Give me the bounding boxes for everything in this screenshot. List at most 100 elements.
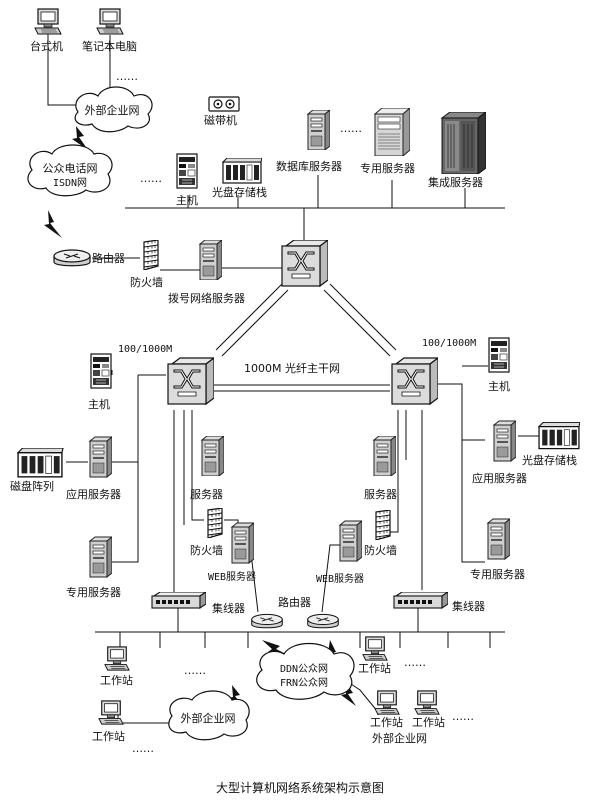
firewall-icon: [143, 240, 159, 270]
workstation-bottom-left: 工作站 ……: [92, 700, 154, 755]
device-label: 数据库服务器: [276, 159, 342, 173]
mainframe-left: 主机: [88, 353, 112, 411]
workstation-right-top: 工作站 ……: [358, 636, 426, 675]
server-tower-icon: [487, 518, 510, 560]
optical-storage-right: 光盘存储栈: [522, 422, 580, 467]
device-label: 防火墙: [130, 275, 163, 289]
device-label: 工作站: [358, 661, 391, 675]
tape-drive: 磁带机: [204, 96, 240, 127]
cloud-icon: [74, 86, 153, 133]
mainframe-top: 主机 ……: [140, 153, 198, 207]
cloud-label: 外部企业网: [181, 711, 236, 725]
device-label: 路由器: [278, 595, 311, 609]
speed-label: 100/1000M: [422, 338, 476, 349]
app-server-left: 应用服务器: [66, 436, 121, 501]
hub-icon: [151, 592, 206, 609]
workstation-icon: [414, 690, 440, 715]
disk-array: 磁盘阵列: [10, 448, 64, 493]
server-tower-icon: [199, 240, 222, 280]
cloud-external-net-bottom: 外部企业网: [168, 690, 250, 741]
desktop-computer-icon: [34, 8, 62, 35]
device-label: 防火墙: [364, 543, 397, 557]
device-label: 集成服务器: [428, 175, 483, 189]
workstation-icon: [104, 646, 130, 671]
ellipsis: ……: [116, 70, 138, 83]
device-label: 主机: [488, 379, 510, 393]
device-label: 主机: [88, 397, 110, 411]
backbone-label: 1000M 光纤主干网: [244, 361, 340, 375]
server-tower-icon: [307, 110, 330, 150]
web-server-left: WEB服务器: [208, 522, 256, 583]
cloud-external-net-top: 外部企业网: [74, 86, 153, 133]
cloud-label: 外部企业网: [85, 103, 140, 117]
device-label: 防火墙: [190, 543, 223, 557]
device-label: 磁带机: [204, 113, 237, 127]
workstation-icon: [362, 636, 388, 661]
device-label: 光盘存储栈: [212, 185, 267, 199]
ellipsis: ……: [340, 122, 362, 135]
integrated-server: 集成服务器: [428, 112, 486, 189]
dedicated-server-left: 专用服务器: [66, 536, 121, 599]
device-label: 工作站: [412, 715, 445, 729]
server-tower-icon: [201, 436, 224, 476]
ellipsis: ……: [184, 664, 206, 677]
mainframe-icon: [176, 153, 198, 189]
app-server-right: 应用服务器: [472, 420, 527, 485]
cloud-pstn: 公众电话网 ISDN网: [27, 144, 113, 197]
device-label: 服务器: [364, 488, 397, 501]
device-label: WEB服务器: [316, 572, 364, 585]
router-bottom: 路由器: [251, 595, 339, 629]
server-tower-icon: [89, 536, 112, 578]
device-label: 服务器: [190, 488, 223, 501]
lightning-bolt-icon: [44, 210, 62, 238]
firewall-icon: [375, 510, 391, 540]
router-top: 路由器: [53, 249, 125, 267]
workstation-left: 工作站 ……: [100, 646, 206, 687]
ellipsis: ……: [452, 710, 474, 723]
core-switch-top: [281, 240, 328, 287]
router-icon: [307, 613, 339, 629]
ellipsis: ……: [132, 742, 154, 755]
server-mid-right: 服务器: [364, 436, 397, 501]
router-icon: [53, 249, 91, 267]
workstation-icon: [374, 690, 400, 715]
workstation-bottom-right: 工作站 工作站 …… 外部企业网: [370, 690, 474, 745]
dedicated-server-top: 专用服务器: [360, 108, 415, 175]
ellipsis: ……: [404, 656, 426, 669]
desktop-pc: 台式机: [30, 8, 63, 53]
device-label: WEB服务器: [208, 570, 256, 583]
hub-right: 集线器: [393, 592, 485, 613]
router-icon: [251, 613, 283, 629]
switch-icon: [391, 357, 438, 405]
device-label: 主机: [176, 193, 198, 207]
core-switch-right: 100/1000M: [391, 338, 476, 405]
laptop-pc: 笔记本电脑 ……: [82, 8, 138, 83]
workstation-icon: [98, 700, 124, 725]
device-label: 工作站: [370, 715, 403, 729]
server-mid-left: 服务器: [190, 436, 224, 501]
disk-array-icon: [17, 448, 64, 478]
optical-storage-icon: [538, 422, 580, 450]
dialup-server: 拨号网络服务器: [168, 240, 245, 305]
device-label: 路由器: [92, 251, 125, 265]
mainframe-icon: [90, 353, 112, 389]
speed-label: 100/1000M: [118, 344, 172, 355]
mainframe-icon: [488, 337, 510, 373]
switch-icon: [281, 240, 328, 287]
device-label: 应用服务器: [66, 487, 121, 501]
device-label: 集线器: [452, 599, 485, 613]
cloud-label-line2: ISDN网: [53, 177, 87, 189]
hub-icon: [393, 592, 448, 609]
ellipsis: ……: [140, 172, 162, 185]
server-tower-icon: [339, 520, 362, 562]
optical-storage-icon: [222, 158, 262, 184]
device-label: 光盘存储栈: [522, 453, 577, 467]
server-rack-icon: [441, 112, 486, 174]
cloud-label-line1: 公众电话网: [43, 162, 98, 175]
server-cabinet-icon: [374, 108, 410, 156]
device-label: 专用服务器: [360, 161, 415, 175]
core-switch-left: 100/1000M: [118, 344, 214, 405]
firewall-top: 防火墙: [130, 240, 163, 289]
device-label: 工作站: [100, 673, 133, 687]
cloud-icon: [27, 144, 113, 197]
